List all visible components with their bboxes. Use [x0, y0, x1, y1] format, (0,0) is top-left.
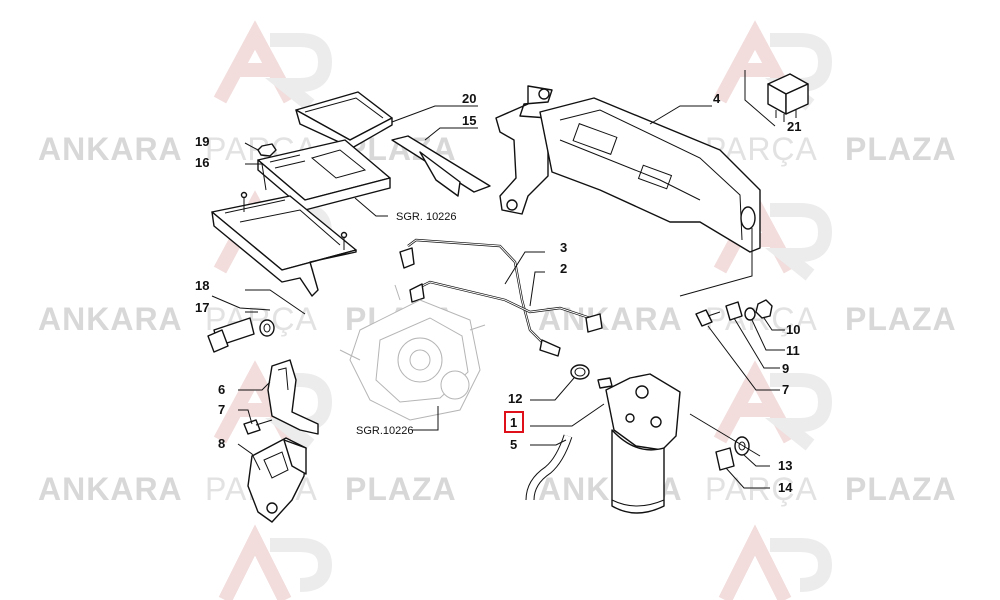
watermark-row: ANKARA PARÇA PLAZA ANKARA PARÇA PLAZA [38, 131, 957, 167]
watermark-word: PLAZA [845, 131, 957, 167]
watermark-logo [713, 360, 833, 451]
watermark-word: PARÇA [705, 471, 818, 507]
reference-label-ecu: SGR. 10226 [396, 211, 457, 223]
watermark-logo [213, 20, 333, 111]
callout-labels: 20 15 19 16 4 21 3 2 18 17 6 7 8 12 1 5 … [195, 91, 801, 495]
callout-5[interactable]: 5 [510, 437, 517, 452]
watermark-word: ANKARA [538, 301, 683, 337]
callout-6[interactable]: 6 [218, 382, 225, 397]
part-18-washer [259, 319, 275, 337]
callout-3[interactable]: 3 [560, 240, 567, 255]
part-20-cover [295, 91, 393, 149]
callout-11[interactable]: 11 [786, 343, 800, 358]
callout-21[interactable]: 21 [787, 119, 801, 134]
injection-pump [339, 284, 486, 421]
part-11-washer [744, 307, 756, 321]
callout-2[interactable]: 2 [560, 261, 567, 276]
part-4-support [495, 85, 761, 253]
watermark-row: ANKARA PARÇA PLAZA ANKARA PARÇA PLAZA [38, 471, 957, 507]
part-7-screw [695, 309, 721, 327]
part-17-bolt [207, 317, 255, 353]
callout-8[interactable]: 8 [218, 436, 225, 451]
part-12-clamp [570, 364, 590, 380]
part-15-plate [391, 135, 491, 197]
watermark-layer: ANKARA PARÇA PLAZA ANKARA PARÇA PLAZA AN… [38, 20, 957, 600]
watermark-word: ANKARA [38, 131, 183, 167]
callout-7-left[interactable]: 7 [218, 402, 225, 417]
part-21-relay [767, 73, 809, 122]
callout-13[interactable]: 13 [778, 458, 792, 473]
watermark-word: PLAZA [345, 471, 457, 507]
watermark-word: ANKARA [38, 471, 183, 507]
highlight-box [504, 411, 524, 433]
watermark-word: ANKARA [38, 301, 183, 337]
callout-12[interactable]: 12 [508, 391, 522, 406]
part-16-bracket [211, 191, 357, 297]
leader-lines [211, 70, 785, 489]
callout-16[interactable]: 16 [195, 155, 209, 170]
callout-9[interactable]: 9 [782, 361, 789, 376]
watermark-word: PLAZA [845, 471, 957, 507]
watermark-logo [218, 524, 333, 600]
callout-15[interactable]: 15 [462, 113, 476, 128]
callout-14[interactable]: 14 [778, 480, 793, 495]
callout-1[interactable]: 1 [510, 415, 517, 430]
part-1-fuel-filter [597, 373, 681, 514]
part-10-nut [755, 299, 773, 319]
part-7-screw [243, 419, 273, 435]
watermark-word: PLAZA [845, 301, 957, 337]
part-6-clip [267, 359, 319, 435]
part-5-hose [525, 434, 573, 501]
callout-10[interactable]: 10 [786, 322, 800, 337]
watermark-row: ANKARA PARÇA PLAZA ANKARA PARÇA PLAZA [38, 301, 957, 337]
part-2-fuel-pipe [409, 280, 603, 333]
part-8-mount [247, 437, 307, 523]
part-3-fuel-pipe [399, 238, 561, 357]
part-13-seal [734, 436, 750, 456]
part-9-bushing [725, 301, 743, 321]
callout-19[interactable]: 19 [195, 134, 209, 149]
reference-label-pump: SGR.10226 [356, 425, 413, 437]
callout-7-right[interactable]: 7 [782, 382, 789, 397]
callout-18[interactable]: 18 [195, 278, 209, 293]
callout-17[interactable]: 17 [195, 300, 209, 315]
callout-4[interactable]: 4 [713, 91, 721, 106]
callout-20[interactable]: 20 [462, 91, 476, 106]
watermark-logo [718, 524, 833, 600]
part-14-plug [715, 447, 735, 471]
